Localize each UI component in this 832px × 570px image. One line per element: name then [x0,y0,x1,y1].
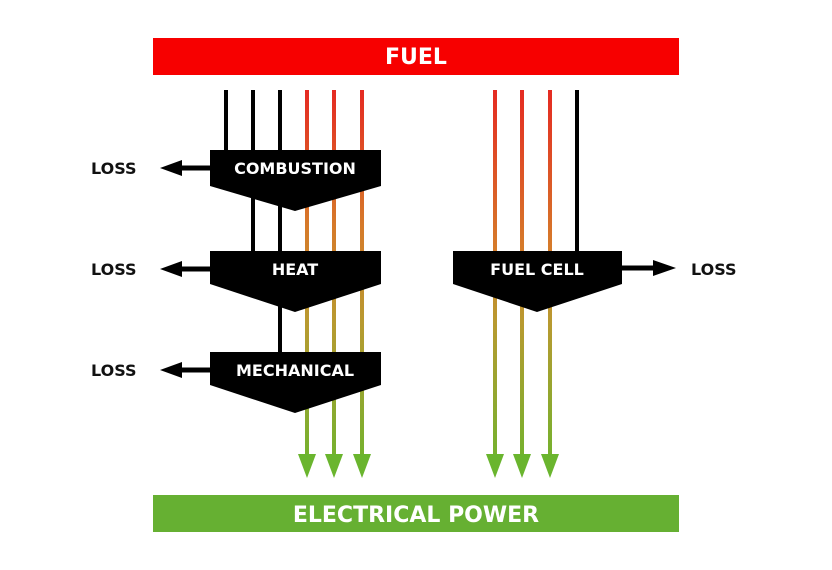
arrow-down-icon [486,454,504,478]
combustion-block [210,150,381,211]
fuel-bar: FUEL [153,38,679,75]
arrow-left-icon [160,362,182,378]
mechanical-loss-arrow [160,362,210,378]
electrical-power-bar: ELECTRICAL POWER [153,495,679,532]
fuel-cell-block [453,251,622,312]
fuel-cell-loss-label: LOSS [691,260,737,279]
heat-label: HEAT [272,260,318,279]
fuel-cell-label: FUEL CELL [490,260,584,279]
fuel-bar-label: FUEL [385,45,447,70]
mechanical-loss-label: LOSS [91,361,137,380]
stage-heat: HEAT LOSS [91,251,381,312]
heat-block [210,251,381,312]
fuel-bar-background [153,38,679,75]
mechanical-block [210,352,381,413]
arrow-right-icon [653,260,676,276]
combustion-loss-arrow [160,160,210,176]
arrow-down-icon [353,454,371,478]
arrow-down-icon [513,454,531,478]
combustion-loss-label: LOSS [91,159,137,178]
arrow-left-icon [160,261,182,277]
electrical-power-bar-background [153,495,679,532]
arrow-down-icon [325,454,343,478]
fuel-cell-loss-arrow [622,260,676,276]
mechanical-label: MECHANICAL [236,361,354,380]
stage-combustion: COMBUSTION LOSS [91,150,381,211]
arrow-down-icon [541,454,559,478]
heat-loss-label: LOSS [91,260,137,279]
stage-mechanical: MECHANICAL LOSS [91,352,381,413]
stage-fuel-cell: FUEL CELL LOSS [453,251,737,312]
combustion-label: COMBUSTION [234,159,356,178]
arrow-down-icon [298,454,316,478]
heat-loss-arrow [160,261,210,277]
arrow-left-icon [160,160,182,176]
electrical-power-bar-label: ELECTRICAL POWER [293,503,539,528]
